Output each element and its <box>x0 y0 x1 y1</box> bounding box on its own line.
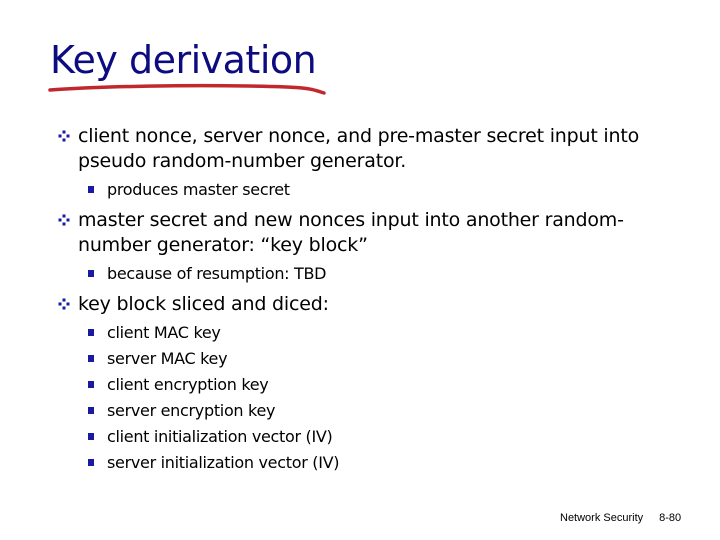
square-bullet-icon <box>88 329 94 336</box>
slide-title: Key derivation <box>50 38 317 82</box>
sub-bullet-item: client initialization vector (IV) <box>88 424 333 450</box>
diamond-bullet-icon <box>58 130 70 142</box>
square-bullet-icon <box>88 186 94 193</box>
diamond-bullet-icon <box>58 214 70 226</box>
sub-bullet-text: server initialization vector (IV) <box>107 453 340 472</box>
diamond-bullet-icon <box>58 298 70 310</box>
bullet-item: key block sliced and diced: <box>58 292 688 317</box>
sub-bullet-text: client MAC key <box>107 323 221 342</box>
bullet-text: key block sliced and diced: <box>78 293 329 315</box>
sub-bullet-text: client initialization vector (IV) <box>107 427 333 446</box>
bullet-text: master secret and new nonces input into … <box>78 209 624 256</box>
sub-bullet-item: server MAC key <box>88 346 228 372</box>
sub-bullet-item: client MAC key <box>88 320 221 346</box>
title-underline <box>48 83 326 95</box>
bullet-item: master secret and new nonces input into … <box>58 208 688 258</box>
sub-bullet-text: produces master secret <box>107 180 290 199</box>
sub-bullet-text: because of resumption: TBD <box>107 264 327 283</box>
square-bullet-icon <box>88 270 94 277</box>
sub-bullet-item: server initialization vector (IV) <box>88 450 340 476</box>
sub-bullet-text: client encryption key <box>107 375 269 394</box>
sub-bullet-item: because of resumption: TBD <box>88 261 327 287</box>
square-bullet-icon <box>88 433 94 440</box>
sub-bullet-item: server encryption key <box>88 398 275 424</box>
bullet-text: client nonce, server nonce, and pre-mast… <box>78 125 639 172</box>
footer-page-number: 8-80 <box>659 512 682 524</box>
bullet-item: client nonce, server nonce, and pre-mast… <box>58 124 688 174</box>
sub-bullet-text: server MAC key <box>107 349 228 368</box>
sub-bullet-item: client encryption key <box>88 372 269 398</box>
sub-bullet-item: produces master secret <box>88 177 290 203</box>
square-bullet-icon <box>88 407 94 414</box>
square-bullet-icon <box>88 459 94 466</box>
slide-footer: Network Security 8-80 <box>560 512 681 524</box>
square-bullet-icon <box>88 355 94 362</box>
square-bullet-icon <box>88 381 94 388</box>
footer-course: Network Security <box>560 512 644 524</box>
sub-bullet-text: server encryption key <box>107 401 276 420</box>
